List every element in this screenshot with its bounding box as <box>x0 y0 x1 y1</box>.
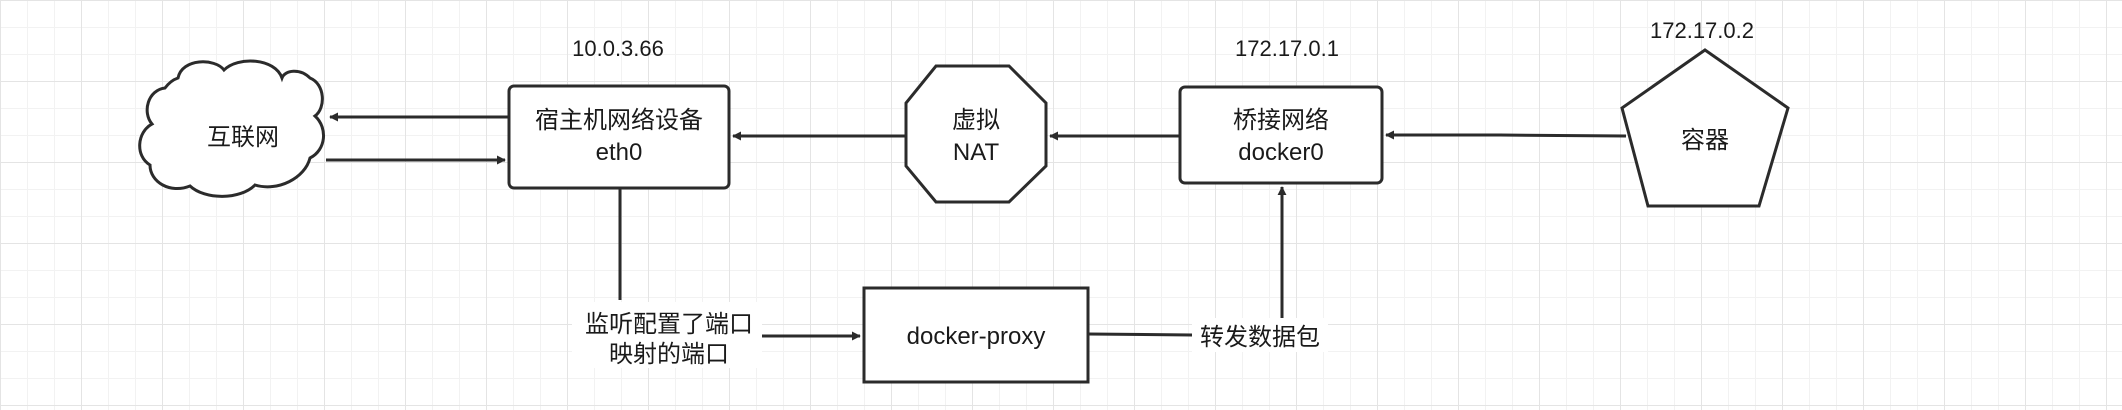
docker-proxy-label: docker-proxy <box>907 323 1046 350</box>
host-eth0-box <box>507 84 731 190</box>
edges <box>326 112 1627 341</box>
docker0-node: 172.17.0.1 桥接网络 docker0 <box>1178 36 1384 185</box>
host-eth0-label-line2: eth0 <box>596 139 643 166</box>
edge-container-to-docker0 <box>1385 130 1627 140</box>
nat-label-line2: NAT <box>953 139 1000 166</box>
internet-node: 互联网 <box>138 59 325 198</box>
host-eth0-node: 10.0.3.66 宿主机网络设备 eth0 <box>507 36 731 190</box>
listen-label-line2: 映射的端口 <box>609 341 729 368</box>
nat-octagon <box>904 64 1048 204</box>
internet-label: 互联网 <box>207 124 279 151</box>
host-eth0-label-line1: 宿主机网络设备 <box>535 107 703 134</box>
container-ip-label: 172.17.0.2 <box>1650 18 1754 43</box>
docker0-label-line2: docker0 <box>1238 139 1323 166</box>
container-pentagon <box>1620 48 1790 208</box>
cloud-shape <box>138 59 325 198</box>
docker0-box <box>1178 85 1384 185</box>
edge-proxy-to-forward <box>1087 332 1193 337</box>
listen-label-line1: 监听配置了端口 <box>585 311 753 338</box>
docker-proxy-node: docker-proxy <box>862 286 1090 384</box>
nat-label-line1: 虚拟 <box>952 107 1000 134</box>
host-ip-label: 10.0.3.66 <box>572 36 664 61</box>
container-node: 172.17.0.2 容器 <box>1620 18 1790 208</box>
docker0-label-line1: 桥接网络 <box>1233 107 1329 134</box>
forward-label: 转发数据包 <box>1200 324 1320 351</box>
container-label: 容器 <box>1681 127 1729 154</box>
docker-proxy-box <box>862 286 1090 384</box>
nat-node: 虚拟 NAT <box>904 64 1048 204</box>
edge-labels: 监听配置了端口 映射的端口 转发数据包 <box>572 302 1328 368</box>
docker0-ip-label: 172.17.0.1 <box>1235 36 1339 61</box>
